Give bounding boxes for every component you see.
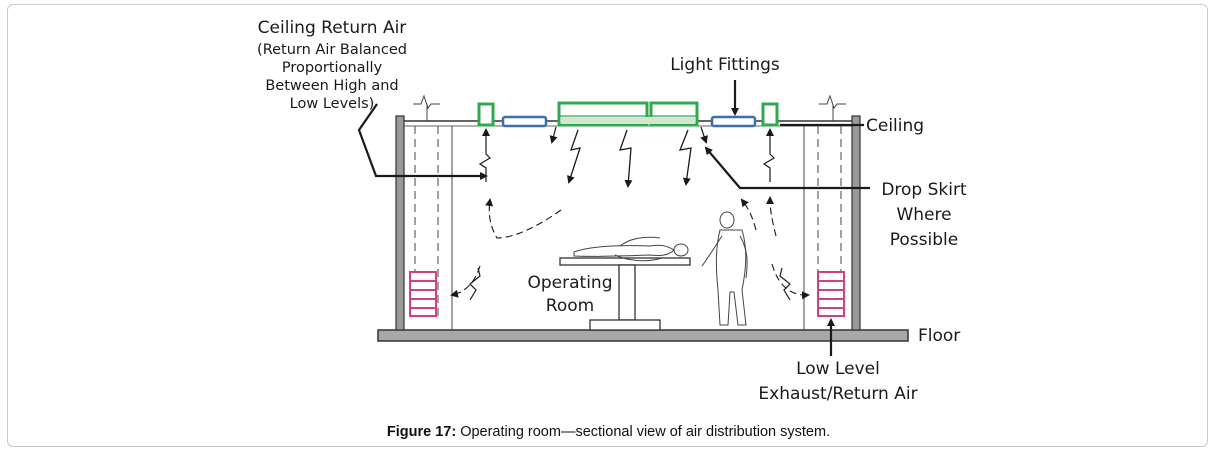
figure-caption: Figure 17: Operating room—sectional view…: [0, 424, 1217, 440]
right-wall: [851, 115, 861, 331]
operating-room-label-line-2: Room: [546, 296, 594, 316]
ceiling-label: Ceiling: [866, 116, 924, 136]
right-light-fitting: [710, 115, 757, 128]
low-level-label-line-2: Exhaust/Return Air: [758, 384, 917, 404]
label-leaders: [357, 80, 870, 356]
figure-frame: [7, 4, 1208, 447]
patient-figure: [573, 236, 689, 262]
ceiling-return-note-line-4: Low Levels): [290, 96, 375, 112]
right-ceiling-return-grille: [761, 102, 779, 127]
ceiling-return-note-line-1: (Return Air Balanced: [257, 42, 407, 58]
surgeon-figure: [701, 211, 748, 326]
ceiling-supply-diffuser: [557, 101, 699, 127]
left-light-fitting: [501, 115, 548, 128]
ceiling-return-note-line-2: Proportionally: [282, 60, 383, 76]
operating-table: [559, 257, 691, 331]
drop-skirt-label-line-1: Drop Skirt: [881, 180, 967, 200]
left-wall: [395, 115, 405, 331]
ceiling-return-note-line-3: Between High and: [265, 78, 398, 94]
left-exhaust-grille: [409, 271, 437, 317]
right-exhaust-grille: [817, 271, 845, 317]
low-level-label-line-1: Low Level: [796, 359, 880, 379]
operating-room-label-line-1: Operating: [528, 273, 613, 293]
floor-slab: [377, 329, 909, 342]
drop-skirt-label-line-2: Where: [896, 205, 951, 225]
ceiling-return-arrows: [478, 128, 775, 182]
diffuser-edge-arrows: [549, 126, 708, 144]
figure-caption-prefix: Figure 17:: [386, 424, 457, 440]
drop-skirt-label-line-3: Possible: [890, 230, 958, 250]
figure-caption-text: Operating room—sectional view of air dis…: [456, 424, 831, 440]
light-fittings-label: Light Fittings: [670, 55, 780, 75]
ceiling-return-air-label: Ceiling Return Air: [258, 18, 407, 38]
supply-air-arrows: [567, 129, 692, 188]
left-ceiling-return-grille: [477, 102, 495, 127]
floor-label: Floor: [918, 326, 960, 346]
lower-zigzag-arrows: [469, 267, 791, 301]
